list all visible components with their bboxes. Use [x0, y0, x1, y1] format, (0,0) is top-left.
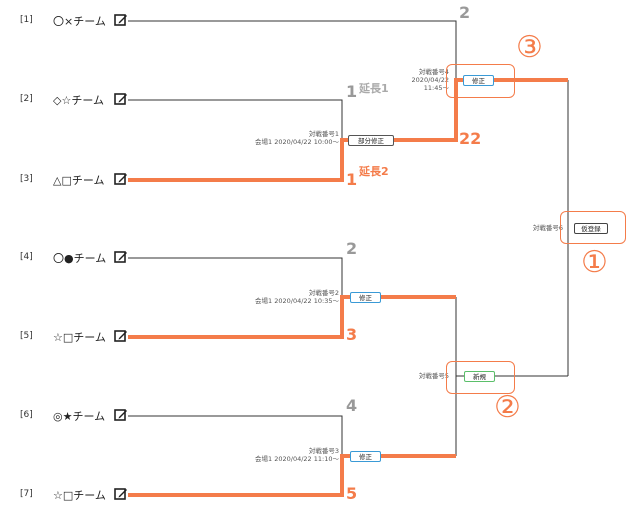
match4-date: 2020/04/22	[411, 76, 449, 84]
team-name: ◎★チーム	[53, 410, 106, 423]
callout-box-2	[446, 361, 515, 394]
match4-info: 対戦番号4 2020/04/22 11:45～	[412, 68, 449, 92]
team-name: 〇×チーム	[53, 15, 106, 28]
team-name: ☆□チーム	[53, 489, 106, 502]
match1-extension-bottom: 延長2	[359, 165, 389, 178]
edit-icon[interactable]	[114, 13, 128, 27]
match2-number: 対戦番号2	[308, 289, 339, 297]
match4-score-bottom: 22	[459, 129, 482, 148]
match5-info: 対戦番号5	[419, 372, 449, 380]
edit-icon[interactable]	[114, 250, 128, 264]
edit-icon[interactable]	[114, 172, 128, 186]
match3-info: 対戦番号3 会場1 2020/04/22 11:10～	[255, 447, 339, 463]
match1-extension-top: 延長1	[359, 82, 389, 95]
callout-number-1: ①	[581, 245, 608, 280]
callout-box-3	[446, 64, 515, 98]
match4-number: 対戦番号4	[418, 68, 449, 76]
match5-number: 対戦番号5	[418, 372, 449, 380]
provisional-register-button[interactable]: 仮登録	[574, 223, 608, 234]
match6-number: 対戦番号6	[532, 224, 563, 232]
edit-icon[interactable]	[114, 329, 128, 343]
match2-score-bottom: 3	[346, 325, 358, 344]
match4-score-top: 2	[459, 3, 471, 22]
match3-number: 対戦番号3	[308, 447, 339, 455]
seed-number: [2]	[20, 94, 33, 104]
seed-number: [4]	[20, 252, 33, 262]
match3-score-top: 4	[346, 396, 358, 415]
seed-number: [5]	[20, 331, 33, 341]
match6-info: 対戦番号6	[533, 224, 563, 232]
match1-number: 対戦番号1	[308, 130, 339, 138]
seed-number: [1]	[20, 15, 33, 25]
seed-number: [6]	[20, 410, 33, 420]
edit-icon[interactable]	[114, 408, 128, 422]
team-name: 〇●チーム	[53, 252, 107, 265]
match1-score-bottom: 1	[346, 170, 358, 189]
edit-icon[interactable]	[114, 92, 128, 106]
match4-time: 11:45～	[423, 84, 449, 92]
team-name: △□チーム	[53, 174, 105, 187]
match2-info: 対戦番号2 会場1 2020/04/22 10:35～	[255, 289, 339, 305]
edit-button-match2[interactable]: 修正	[350, 292, 381, 303]
partial-edit-button[interactable]: 部分修正	[348, 135, 394, 146]
match1-schedule: 会場1 2020/04/22 10:00～	[255, 138, 339, 146]
seed-number: [3]	[20, 174, 33, 184]
callout-box-1	[560, 211, 626, 244]
new-button-match5[interactable]: 新規	[464, 371, 495, 382]
match2-schedule: 会場1 2020/04/22 10:35～	[255, 297, 339, 305]
callout-number-3: ③	[516, 30, 543, 65]
match2-score-top: 2	[346, 239, 358, 258]
callout-number-2: ②	[494, 390, 521, 425]
match1-score-top: 1	[346, 82, 358, 101]
match1-info: 対戦番号1 会場1 2020/04/22 10:00～	[255, 130, 339, 146]
team-name: ☆□チーム	[53, 331, 106, 344]
match3-score-bottom: 5	[346, 484, 358, 503]
match3-schedule: 会場1 2020/04/22 11:10～	[255, 455, 339, 463]
edit-button-match3[interactable]: 修正	[350, 451, 381, 462]
edit-button-match4[interactable]: 修正	[463, 75, 494, 86]
edit-icon[interactable]	[114, 487, 128, 501]
seed-number: [7]	[20, 489, 33, 499]
team-name: ◇☆チーム	[53, 94, 104, 107]
